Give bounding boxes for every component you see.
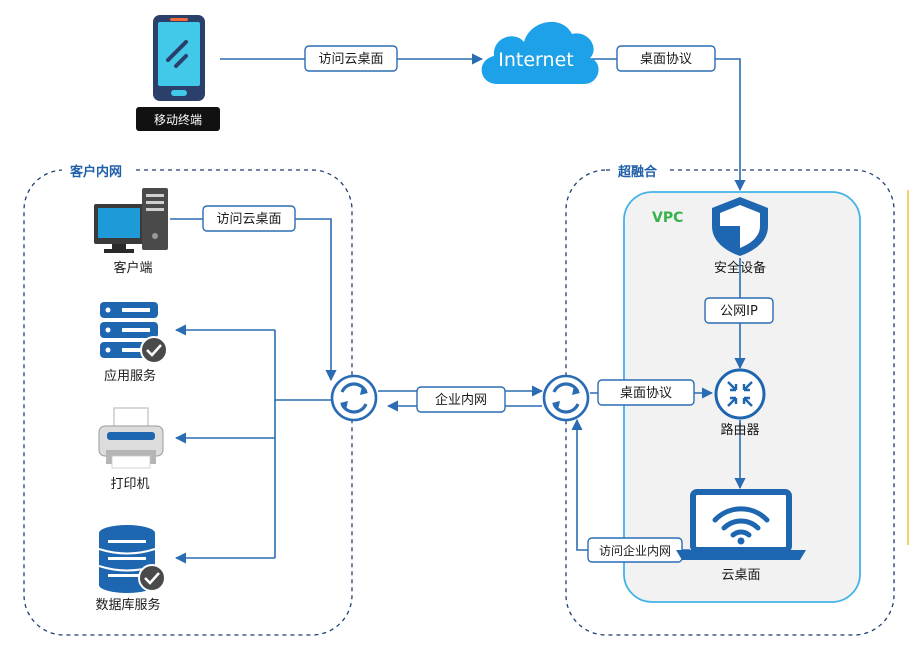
switch-bus-line — [274, 330, 332, 401]
smartphone-icon — [153, 15, 205, 101]
label-mobile-to-internet: 访问云桌面 — [304, 45, 398, 72]
client-to-switch-line — [170, 218, 337, 382]
shield-icon — [712, 197, 768, 256]
hyperconverged-title: 超融合 — [618, 164, 658, 180]
mobile-label: 移动终端 — [154, 112, 202, 127]
label-enterprise-net: 企业内网 — [416, 386, 506, 413]
customer-network-zone — [23, 169, 353, 636]
wifi-laptop-icon — [676, 489, 806, 560]
left-switch-icon — [330, 374, 378, 422]
cloud-desktop-label: 云桌面 — [721, 568, 760, 583]
printer-label: 打印机 — [110, 477, 149, 492]
label-switch-to-router: 桌面协议 — [597, 379, 695, 406]
svg-text:访问企业内网: 访问企业内网 — [599, 543, 671, 558]
cloud-icon — [481, 21, 599, 84]
label-internet-to-vpc: 桌面协议 — [616, 45, 716, 72]
desktop-computer-icon — [94, 188, 168, 253]
right-switch-icon — [542, 374, 590, 422]
svg-text:访问云桌面: 访问云桌面 — [216, 212, 281, 227]
check-badge-icon — [140, 336, 168, 364]
label-desktop-back: 访问企业内网 — [587, 537, 683, 563]
hyperconverged-zone — [565, 169, 895, 636]
mobile-label-box — [136, 107, 220, 131]
printer-icon — [98, 407, 164, 469]
security-label: 安全设备 — [714, 260, 766, 276]
db-service-label: 数据库服务 — [95, 597, 160, 613]
router-icon — [714, 368, 766, 420]
label-client-to-switch: 访问云桌面 — [202, 205, 296, 232]
customer-network-title: 客户内网 — [70, 164, 122, 180]
svg-text:桌面协议: 桌面协议 — [620, 386, 672, 401]
app-service-label: 应用服务 — [104, 368, 156, 384]
check-badge-icon — [138, 564, 166, 592]
svg-text:桌面协议: 桌面协议 — [640, 52, 692, 67]
router-label: 路由器 — [720, 422, 759, 438]
vpc-title: VPC — [652, 210, 683, 226]
label-public-ip: 公网IP — [704, 297, 774, 324]
internet-label: Internet — [498, 49, 573, 71]
svg-text:公网IP: 公网IP — [720, 304, 758, 319]
client-label: 客户端 — [113, 260, 152, 276]
svg-text:企业内网: 企业内网 — [435, 392, 487, 408]
svg-text:访问云桌面: 访问云桌面 — [318, 52, 383, 67]
